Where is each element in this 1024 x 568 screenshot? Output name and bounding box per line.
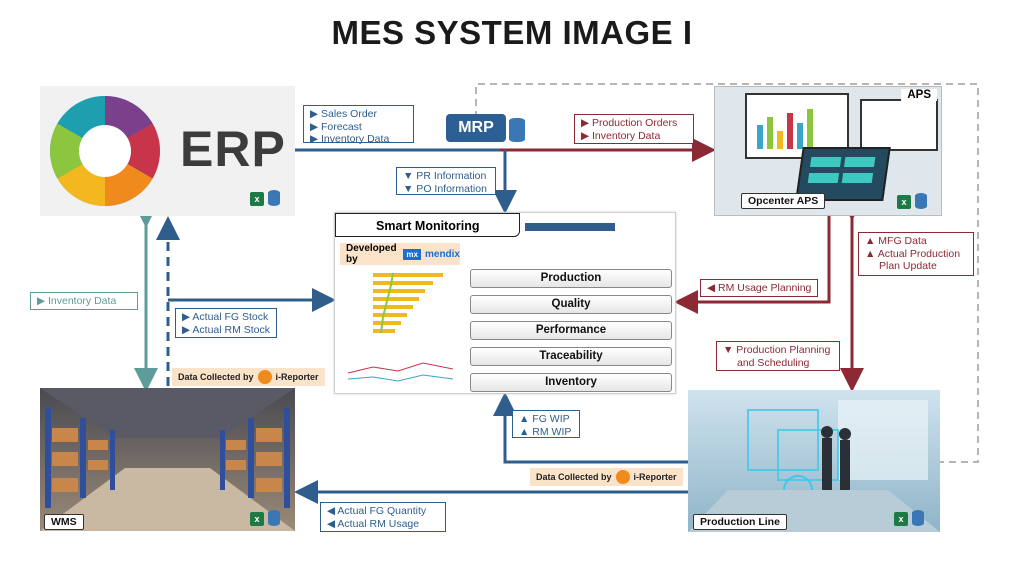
- erp-panel: ERP x: [40, 86, 295, 216]
- mendix-label: mendix: [424, 248, 460, 260]
- mrp-label: MRP: [458, 119, 494, 136]
- data-item: ▶ Production Orders: [581, 117, 678, 129]
- line-to-monitor-arrow: [493, 392, 688, 464]
- data-item: ▶ Inventory Data: [581, 129, 661, 142]
- excel-icon: x: [894, 512, 908, 526]
- aps-laptop-image: [795, 147, 891, 201]
- aps-label: APS: [901, 89, 937, 101]
- smart-monitoring-dashboard: Smart Monitoring Developed by mx mendix …: [334, 212, 676, 394]
- data-item: ▲ Actual Production: [865, 247, 961, 260]
- aps-second-monitor-image: [860, 99, 938, 151]
- smart-monitoring-title: Smart Monitoring: [335, 213, 520, 237]
- i-reporter-label: i-Reporter: [633, 472, 677, 482]
- line-to-monitor-data-box: ▲ FG WIP ▲ RM WIP: [512, 410, 580, 438]
- data-item: ▼ Production Planning: [723, 344, 831, 356]
- data-item: ◀ Actual RM Usage: [327, 517, 420, 530]
- erp-label: ERP: [180, 121, 286, 177]
- developed-by-label: Developed by: [346, 243, 397, 265]
- wms-panel: WMS x: [40, 388, 295, 531]
- data-collected-label: Data Collected by: [536, 472, 612, 482]
- erp-module-wheel: [50, 96, 160, 206]
- aps-panel: APS Opcenter APS x: [714, 86, 942, 216]
- module-performance[interactable]: Performance: [470, 321, 672, 340]
- wms-caption: WMS: [44, 514, 84, 530]
- data-item: ▶ Actual RM Stock: [182, 323, 271, 336]
- module-traceability[interactable]: Traceability: [470, 347, 672, 366]
- mendix-icon: mx: [403, 248, 421, 260]
- module-production[interactable]: Production: [470, 269, 672, 288]
- feedback-dashed-line: [475, 83, 979, 463]
- data-item: ◀ RM Usage Planning: [707, 282, 812, 294]
- database-icon: [915, 193, 927, 209]
- data-item: ▶ Actual FG Stock: [182, 311, 269, 323]
- mrp-database-icon: [509, 118, 525, 142]
- aps-to-line-data-box: ▼ Production Planning and Scheduling: [716, 341, 840, 371]
- excel-icon: x: [250, 512, 264, 526]
- i-reporter-label: i-Reporter: [275, 372, 319, 382]
- data-collected-label: Data Collected by: [178, 372, 254, 382]
- warehouse-image: [40, 388, 295, 531]
- production-line-panel: Production Line x: [688, 390, 940, 532]
- aps-to-monitor-data-box: ◀ RM Usage Planning: [700, 279, 818, 297]
- erp-to-aps-data-box: ▶ Sales Order ▶ Forecast ▶ Inventory Dat…: [303, 105, 414, 145]
- mrp-block: MRP: [446, 114, 506, 142]
- data-item: ▼ PR Information: [403, 170, 487, 182]
- data-item: ▲ RM WIP: [519, 425, 572, 438]
- data-item: ▶ Sales Order: [310, 108, 378, 120]
- opcenter-aps-caption: Opcenter APS: [741, 193, 826, 209]
- excel-icon: x: [897, 195, 911, 209]
- dashboard-bar-chart: [373, 272, 443, 334]
- data-item: ▶ Inventory Data: [310, 133, 390, 145]
- database-icon: [268, 190, 280, 206]
- line-to-wms-data-box: ◀ Actual FG Quantity ◀ Actual RM Usage: [320, 502, 446, 532]
- dashboard-line-chart: [347, 362, 454, 382]
- wms-to-monitor-data-box: ▶ Actual FG Stock ▶ Actual RM Stock: [175, 308, 277, 338]
- data-item: ▼ PO Information: [403, 182, 487, 195]
- developed-by-badge: Developed by mx mendix: [340, 243, 460, 265]
- excel-icon: x: [250, 192, 264, 206]
- data-item: Plan Update: [879, 260, 937, 272]
- data-item: ▲ FG WIP: [519, 413, 570, 425]
- aps-mfg-data-box: ▲ MFG Data ▲ Actual Production Plan Upda…: [858, 232, 974, 276]
- data-item: and Scheduling: [737, 356, 810, 369]
- production-line-caption: Production Line: [693, 514, 787, 530]
- data-item: ▶ Forecast: [310, 120, 362, 133]
- database-icon: [268, 510, 280, 526]
- production-line-image: [688, 400, 940, 532]
- data-collected-badge-wms: Data Collected by i-Reporter: [172, 368, 325, 386]
- inventory-data-box: ▶ Inventory Data: [30, 292, 138, 310]
- data-item: ◀ Actual FG Quantity: [327, 505, 427, 517]
- module-quality[interactable]: Quality: [470, 295, 672, 314]
- i-reporter-icon: [257, 370, 272, 384]
- database-icon: [912, 510, 924, 526]
- mrp-to-aps-data-box: ▶ Production Orders ▶ Inventory Data: [574, 114, 694, 144]
- data-item: ▲ MFG Data: [865, 235, 927, 247]
- module-inventory[interactable]: Inventory: [470, 373, 672, 392]
- header-bar: [525, 223, 615, 231]
- data-collected-badge-line: Data Collected by i-Reporter: [530, 468, 683, 486]
- page-title: MES SYSTEM IMAGE I: [331, 14, 693, 51]
- mrp-to-monitor-data-box: ▼ PR Information ▼ PO Information: [396, 167, 496, 195]
- i-reporter-icon: [615, 470, 630, 484]
- data-item: ▶ Inventory Data: [37, 295, 117, 307]
- aps-to-monitor-arrow: [674, 215, 831, 314]
